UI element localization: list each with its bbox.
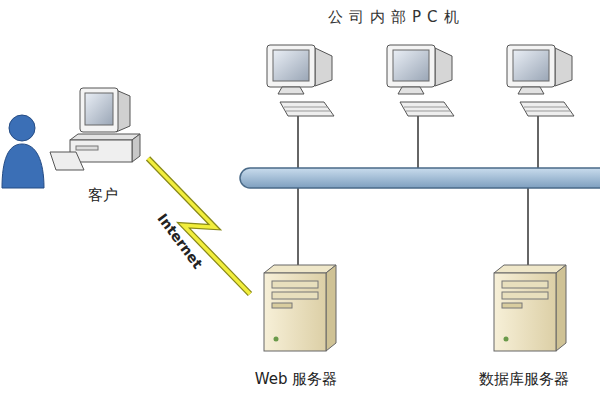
node-caption: 客户 bbox=[58, 186, 148, 204]
pc-drop-line bbox=[417, 110, 419, 170]
client-computer bbox=[50, 88, 140, 170]
group-label: 公司内部PC机 bbox=[328, 8, 465, 27]
node-caption: Web 服务器 bbox=[250, 370, 342, 388]
person-head bbox=[9, 115, 35, 141]
pc-icon bbox=[387, 45, 454, 116]
server-tower bbox=[264, 265, 336, 351]
pc-drop-line bbox=[537, 110, 539, 170]
monitor bbox=[80, 88, 118, 132]
lightning-bolt bbox=[148, 158, 250, 294]
network-node: 数据库服务器 bbox=[452, 262, 596, 388]
pc-icon bbox=[507, 45, 574, 116]
keyboard bbox=[50, 152, 84, 170]
lightning-outline bbox=[148, 158, 250, 294]
server-drop-line bbox=[527, 188, 529, 272]
internet-link bbox=[148, 158, 250, 294]
server-drop-line bbox=[297, 188, 299, 272]
network-node: 客户 bbox=[58, 84, 148, 204]
pc-icon bbox=[267, 45, 334, 116]
server-tower bbox=[494, 265, 566, 351]
network-node: Web 服务器 bbox=[250, 262, 342, 388]
pc-drop-line bbox=[297, 110, 299, 170]
person-body bbox=[2, 144, 44, 188]
network-bus bbox=[240, 168, 600, 188]
node-caption: 数据库服务器 bbox=[452, 370, 596, 388]
